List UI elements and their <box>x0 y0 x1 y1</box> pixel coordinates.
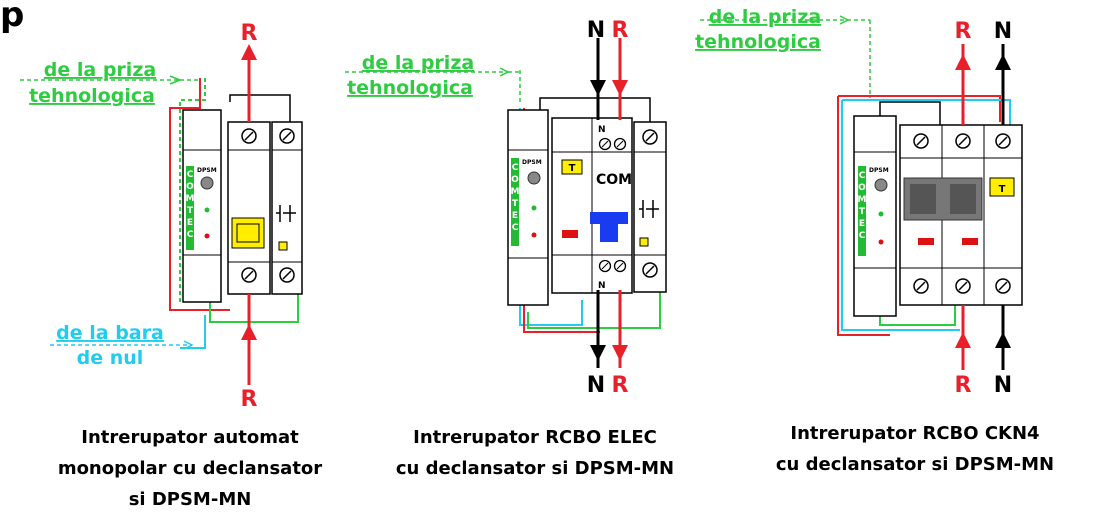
svg-text:O: O <box>186 182 194 192</box>
mid-socket-label-2: tehnologica <box>347 77 473 99</box>
caption-right-line-2: cu declansator si DPSM-MN <box>775 454 1055 475</box>
svg-text:C: C <box>859 231 866 241</box>
svg-text:C: C <box>512 223 519 233</box>
svg-text:M: M <box>858 195 867 205</box>
right-n-bottom-label: N <box>994 373 1012 398</box>
caption-left-line-1: Intrerupator automat <box>81 427 299 448</box>
mid-rcbo-toggle <box>590 212 628 242</box>
left-phase-out-label: R <box>241 21 258 46</box>
svg-text:T: T <box>569 163 576 174</box>
right-socket-label-2: tehnologica <box>695 31 821 53</box>
left-null-wire <box>180 315 206 349</box>
left-null-label-1: de la bara <box>56 322 164 344</box>
left-socket-label-1: de la priza <box>44 59 156 81</box>
left-status-knob <box>200 176 214 190</box>
mid-neutral-terminal-bottom: N <box>598 281 606 291</box>
mid-n-bottom-label: N <box>587 373 605 398</box>
svg-text:C: C <box>859 171 866 181</box>
left-trip-unit <box>271 121 303 295</box>
svg-text:O: O <box>511 175 519 185</box>
right-top-cover <box>879 101 941 125</box>
svg-text:T: T <box>187 206 194 216</box>
mid-rcbo-brand: COM <box>596 172 632 188</box>
svg-text:T: T <box>859 207 866 217</box>
left-red-led <box>204 233 210 239</box>
right-n-top-label: N <box>994 19 1012 44</box>
mid-r-bottom-label: R <box>612 373 629 398</box>
mid-socket-label-1: de la priza <box>362 52 474 74</box>
assembly-right: C O M T E C DPSM T <box>695 6 1023 398</box>
mid-status-knob <box>527 171 541 185</box>
left-green-led <box>204 207 210 213</box>
left-socket-label-2: tehnologica <box>29 85 155 107</box>
svg-text:M: M <box>186 194 195 204</box>
caption-middle: Intrerupator RCBO ELEC cu declansator si… <box>370 422 700 484</box>
svg-text:E: E <box>859 219 865 229</box>
right-model-label: DPSM <box>869 167 889 174</box>
left-breaker <box>227 121 271 295</box>
caption-left-line-3: si DPSM-MN <box>128 489 252 510</box>
left-phase-in-label: R <box>241 387 258 412</box>
right-null-wire <box>841 100 960 331</box>
right-test-button <box>989 177 1015 197</box>
mid-top-cover <box>539 97 651 122</box>
svg-text:T: T <box>512 199 519 209</box>
caption-right: Intrerupator RCBO CKN4 cu declansator si… <box>745 418 1085 480</box>
svg-text:O: O <box>858 183 866 193</box>
svg-text:E: E <box>512 211 518 221</box>
mid-trip-symbol <box>639 200 659 218</box>
mid-trip-indicator <box>562 230 578 238</box>
left-null-label-2: de nul <box>77 347 144 369</box>
caption-left: Intrerupator automat monopolar cu declan… <box>20 422 360 515</box>
caption-middle-line-1: Intrerupator RCBO ELEC <box>413 427 657 448</box>
right-r-bottom-label: R <box>955 373 972 398</box>
right-trip-indicator-2 <box>962 238 978 245</box>
mid-neutral-terminal-top: N <box>598 125 606 135</box>
right-comtec-strip <box>858 166 866 256</box>
caption-right-line-1: Intrerupator RCBO CKN4 <box>790 423 1040 444</box>
mid-n-top-label: N <box>587 18 605 43</box>
right-r-top-label: R <box>955 19 972 44</box>
left-phase-out-arrow <box>241 44 257 60</box>
caption-middle-line-2: cu declansator si DPSM-MN <box>395 458 675 479</box>
left-trip-symbol <box>276 205 296 222</box>
right-status-knob <box>874 178 888 192</box>
left-model-label: DPSM <box>197 167 217 174</box>
left-comtec-strip <box>186 166 194 250</box>
right-socket-label-1: de la priza <box>709 6 821 28</box>
assembly-left: C O M T E C DPSM R <box>20 21 303 412</box>
mid-test-button <box>561 159 583 175</box>
svg-text:T: T <box>999 184 1006 195</box>
right-trip-indicator-1 <box>918 238 934 245</box>
mid-green-link-wire <box>527 290 661 329</box>
mid-comtec-strip <box>511 158 519 246</box>
mid-model-label: DPSM <box>522 159 542 166</box>
caption-left-line-2: monopolar cu declansator <box>57 458 323 479</box>
left-phase-loop-wire <box>169 78 230 311</box>
left-green-link-wire <box>209 290 299 323</box>
svg-text:C: C <box>512 163 519 173</box>
mid-r-top-label: R <box>612 18 629 43</box>
svg-text:E: E <box>187 218 193 228</box>
left-comtec-letter: C <box>187 170 194 180</box>
right-green-link-wire <box>879 300 956 326</box>
svg-text:C: C <box>187 230 194 240</box>
right-phase-loop-wire <box>837 96 890 336</box>
partial-top-text: p <box>0 0 24 35</box>
left-top-cover <box>229 94 291 122</box>
svg-text:M: M <box>511 187 520 197</box>
left-supply-wire <box>179 78 206 305</box>
left-dpsm-module <box>182 109 222 303</box>
assembly-middle: C O M T E C DPSM N N T COM <box>345 18 667 398</box>
left-phase-in-arrow <box>241 324 257 340</box>
